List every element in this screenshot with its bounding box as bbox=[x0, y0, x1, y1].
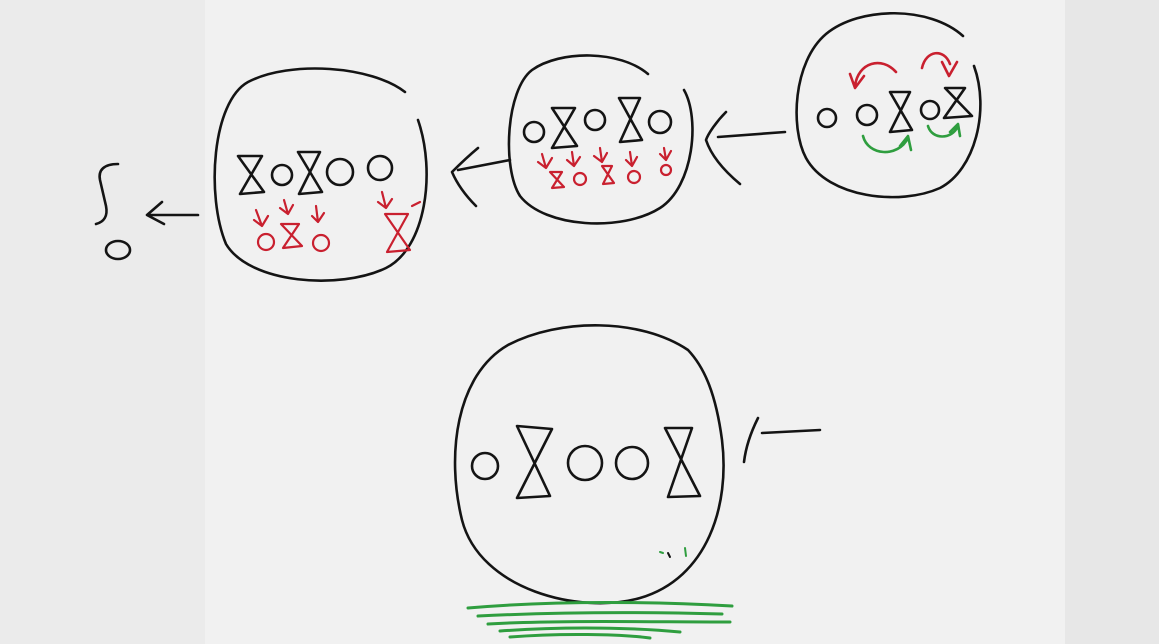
stage-2-symbol-o bbox=[818, 109, 836, 127]
stage-3-red-o bbox=[628, 171, 640, 183]
stage-1-symbol-o bbox=[568, 446, 602, 480]
stage-1-symbol-o bbox=[472, 453, 498, 479]
stage-3-red-o bbox=[661, 165, 671, 175]
arrow-stage-2-to-3 bbox=[706, 112, 785, 184]
stage-1-symbol-o bbox=[616, 447, 648, 479]
stage-2-symbol-x bbox=[944, 88, 972, 118]
stage-1-initial-state bbox=[455, 325, 732, 638]
arrow-into-stage-1 bbox=[744, 418, 820, 462]
stage-3-red-x bbox=[550, 172, 564, 188]
stage-2-green-swap-arrow bbox=[928, 124, 960, 137]
stage-4-symbol-x bbox=[238, 156, 264, 194]
stage-2-green-swap-arrow bbox=[863, 136, 911, 152]
stage-4-circle bbox=[215, 69, 427, 281]
stage-1-green-underline bbox=[468, 603, 732, 639]
paper-shadow-left bbox=[0, 0, 205, 644]
stage-4-red-o bbox=[313, 235, 329, 251]
stage-4-symbol-x bbox=[298, 152, 322, 194]
stage-4-symbol-o bbox=[327, 159, 353, 185]
stage-3-step bbox=[509, 55, 693, 223]
stage-2-red-swap-arrow bbox=[850, 63, 896, 88]
stage-4-red-x-tall bbox=[385, 214, 410, 252]
stage-1-symbol-x bbox=[665, 428, 700, 497]
stage-4-red-annotations bbox=[254, 192, 420, 252]
stage-4-symbol-o bbox=[272, 165, 292, 185]
stage-4-red-o bbox=[258, 234, 274, 250]
ink-specks bbox=[660, 548, 686, 557]
stage-4-red-x bbox=[281, 224, 302, 248]
stage-2-swap-step bbox=[797, 13, 981, 197]
stage-3-symbol-o bbox=[585, 110, 605, 130]
stage-3-red-annotations bbox=[538, 148, 671, 188]
stage-3-symbol-o bbox=[649, 111, 671, 133]
stage-3-circle bbox=[509, 55, 693, 223]
stage-3-symbol-x bbox=[619, 98, 642, 142]
stage-3-red-x bbox=[602, 166, 614, 184]
arrow-stage-3-to-4 bbox=[452, 148, 510, 206]
stage-4-step bbox=[215, 69, 427, 281]
stage-1-symbol-x bbox=[517, 426, 552, 498]
stage-3-symbol-x bbox=[552, 108, 577, 148]
paper-shadow-right bbox=[1065, 0, 1159, 644]
stage-2-symbol-x bbox=[890, 92, 912, 132]
stage-2-symbol-o bbox=[921, 101, 939, 119]
stage-4-symbol-o bbox=[368, 156, 392, 180]
stage-2-red-swap-arrow bbox=[922, 53, 957, 76]
stage-3-red-o bbox=[574, 173, 586, 185]
stage-2-symbol-o bbox=[857, 105, 877, 125]
stage-3-symbol-o bbox=[524, 122, 544, 142]
